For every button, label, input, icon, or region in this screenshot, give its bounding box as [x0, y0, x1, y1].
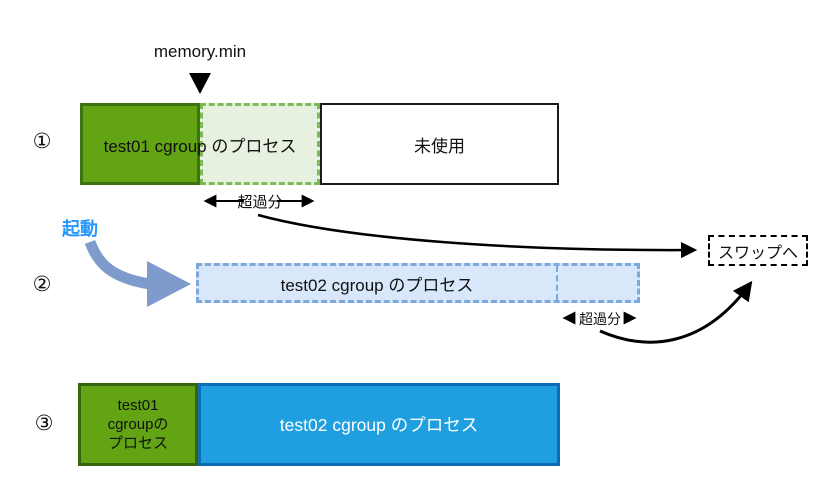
row3-test02-label: test02 cgroup のプロセス: [279, 415, 479, 435]
row1-to-swap-arrow: [257, 213, 698, 259]
memory-min-pointer-icon: [189, 73, 211, 94]
row3-test01-box: test01 cgroupの プロセス: [78, 383, 198, 466]
row2-excess-divider: [556, 266, 558, 300]
step-3-label: ③: [34, 412, 54, 435]
row2-test02-box: [196, 263, 640, 303]
row3-test02-box: test02 cgroup のプロセス: [198, 383, 560, 466]
row1-bar-label: test01 cgroup のプロセス: [103, 136, 297, 156]
startup-arrow-head-icon: [147, 261, 191, 307]
row1-unused-label: 未使用: [414, 136, 465, 156]
row1-excess-label: 超過分: [237, 193, 283, 211]
step-1-label: ①: [32, 130, 52, 153]
startup-arrow-shaft: [84, 239, 151, 290]
row1-test01-used-box: [80, 103, 200, 185]
swap-target-box: スワップへ: [708, 235, 808, 266]
memory-min-label: memory.min: [153, 42, 247, 61]
row2-bar-label: test02 cgroup のプロセス: [280, 275, 474, 295]
row1-excess-box: [200, 103, 320, 185]
swap-target-label: スワップへ: [717, 244, 798, 262]
step-2-label: ②: [32, 273, 52, 296]
row1-unused-box: 未使用: [320, 103, 559, 185]
startup-label: 起動: [62, 219, 98, 239]
row2-excess-label: 超過分: [579, 310, 621, 327]
